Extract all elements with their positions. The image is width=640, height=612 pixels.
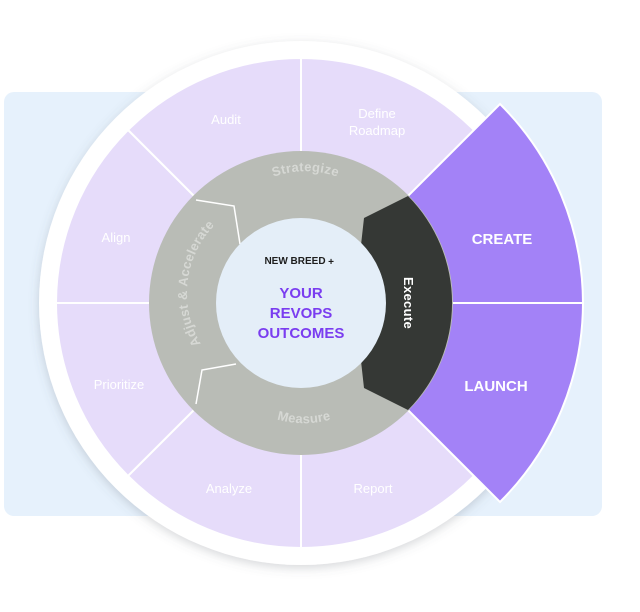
segment-execute[interactable] — [360, 196, 453, 410]
brand-logo: NEW BREED — [264, 256, 325, 267]
label-report: Report — [353, 481, 392, 496]
label-roadmap: Roadmap — [349, 123, 405, 138]
label-define: Define — [358, 106, 396, 121]
center-line-1: YOUR — [279, 285, 323, 302]
label-audit: Audit — [211, 112, 241, 127]
center-line-3: OUTCOMES — [258, 325, 345, 342]
label-align: Align — [102, 230, 131, 245]
label-strategize: Strategize — [270, 159, 341, 179]
label-execute: Execute — [401, 277, 416, 329]
label-measure: Measure — [276, 408, 332, 427]
label-launch: LAUNCH — [464, 378, 527, 395]
brand-plus-icon: + — [328, 257, 334, 268]
label-create: CREATE — [472, 231, 533, 248]
label-analyze: Analyze — [206, 481, 252, 496]
center-line-2: REVOPS — [270, 305, 333, 322]
center-disk — [216, 218, 386, 388]
ring-dividers — [195, 199, 241, 405]
label-prioritize: Prioritize — [94, 377, 145, 392]
